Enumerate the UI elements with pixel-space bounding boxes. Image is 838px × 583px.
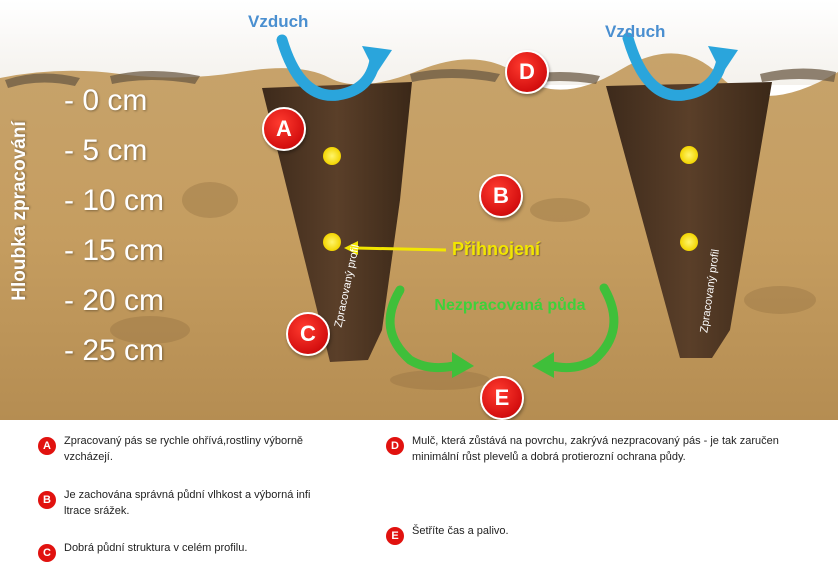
fertilizer-spot xyxy=(323,233,341,251)
air-label-right: Vzduch xyxy=(605,22,665,42)
fertilization-label: Přihnojení xyxy=(452,239,540,260)
fertilizer-spot xyxy=(680,233,698,251)
legend-text-a: Zpracovaný pás se rychle ohřívá,rostliny… xyxy=(64,433,338,465)
depth-axis-title: Hloubka zpracování xyxy=(9,111,31,311)
legend-text-d: Mulč, která zůstává na povrchu, zakrývá … xyxy=(412,433,826,465)
depth-mark-25: - 25 cm xyxy=(64,336,164,366)
air-label-left: Vzduch xyxy=(248,12,308,32)
legend-item-e: E Šetříte čas a palivo. xyxy=(386,523,826,545)
fertilization-arrow xyxy=(356,248,446,250)
legend-badge-c: C xyxy=(38,544,56,562)
legend-item-b: B Je zachována správná půdní vlhkost a v… xyxy=(38,487,338,519)
badge-c: C xyxy=(286,312,330,356)
legend-text-b: Je zachována správná půdní vlhkost a výb… xyxy=(64,487,338,519)
badge-a: A xyxy=(262,107,306,151)
legend-item-d: D Mulč, která zůstává na povrchu, zakrýv… xyxy=(386,433,826,465)
depth-mark-0: - 0 cm xyxy=(64,86,147,116)
legend-item-c: C Dobrá půdní struktura v celém profilu. xyxy=(38,540,288,562)
legend-badge-e: E xyxy=(386,527,404,545)
legend-text-e: Šetříte čas a palivo. xyxy=(412,523,509,539)
badge-e: E xyxy=(480,376,524,420)
fertilizer-spot xyxy=(680,146,698,164)
depth-mark-5: - 5 cm xyxy=(64,136,147,166)
badge-b: B xyxy=(479,174,523,218)
depth-mark-15: - 15 cm xyxy=(64,236,164,266)
depth-mark-20: - 20 cm xyxy=(64,286,164,316)
depth-mark-10: - 10 cm xyxy=(64,186,164,216)
legend-badge-a: A xyxy=(38,437,56,455)
untilled-soil-label: Nezpracovaná půda xyxy=(430,295,590,316)
legend-badge-b: B xyxy=(38,491,56,509)
badge-d: D xyxy=(505,50,549,94)
fertilizer-spot xyxy=(323,147,341,165)
legend-item-a: A Zpracovaný pás se rychle ohřívá,rostli… xyxy=(38,433,338,465)
legend-text-c: Dobrá půdní struktura v celém profilu. xyxy=(64,540,247,556)
soil-profile-illustration: Hloubka zpracování - 0 cm - 5 cm - 10 cm… xyxy=(0,0,838,420)
legend-badge-d: D xyxy=(386,437,404,455)
